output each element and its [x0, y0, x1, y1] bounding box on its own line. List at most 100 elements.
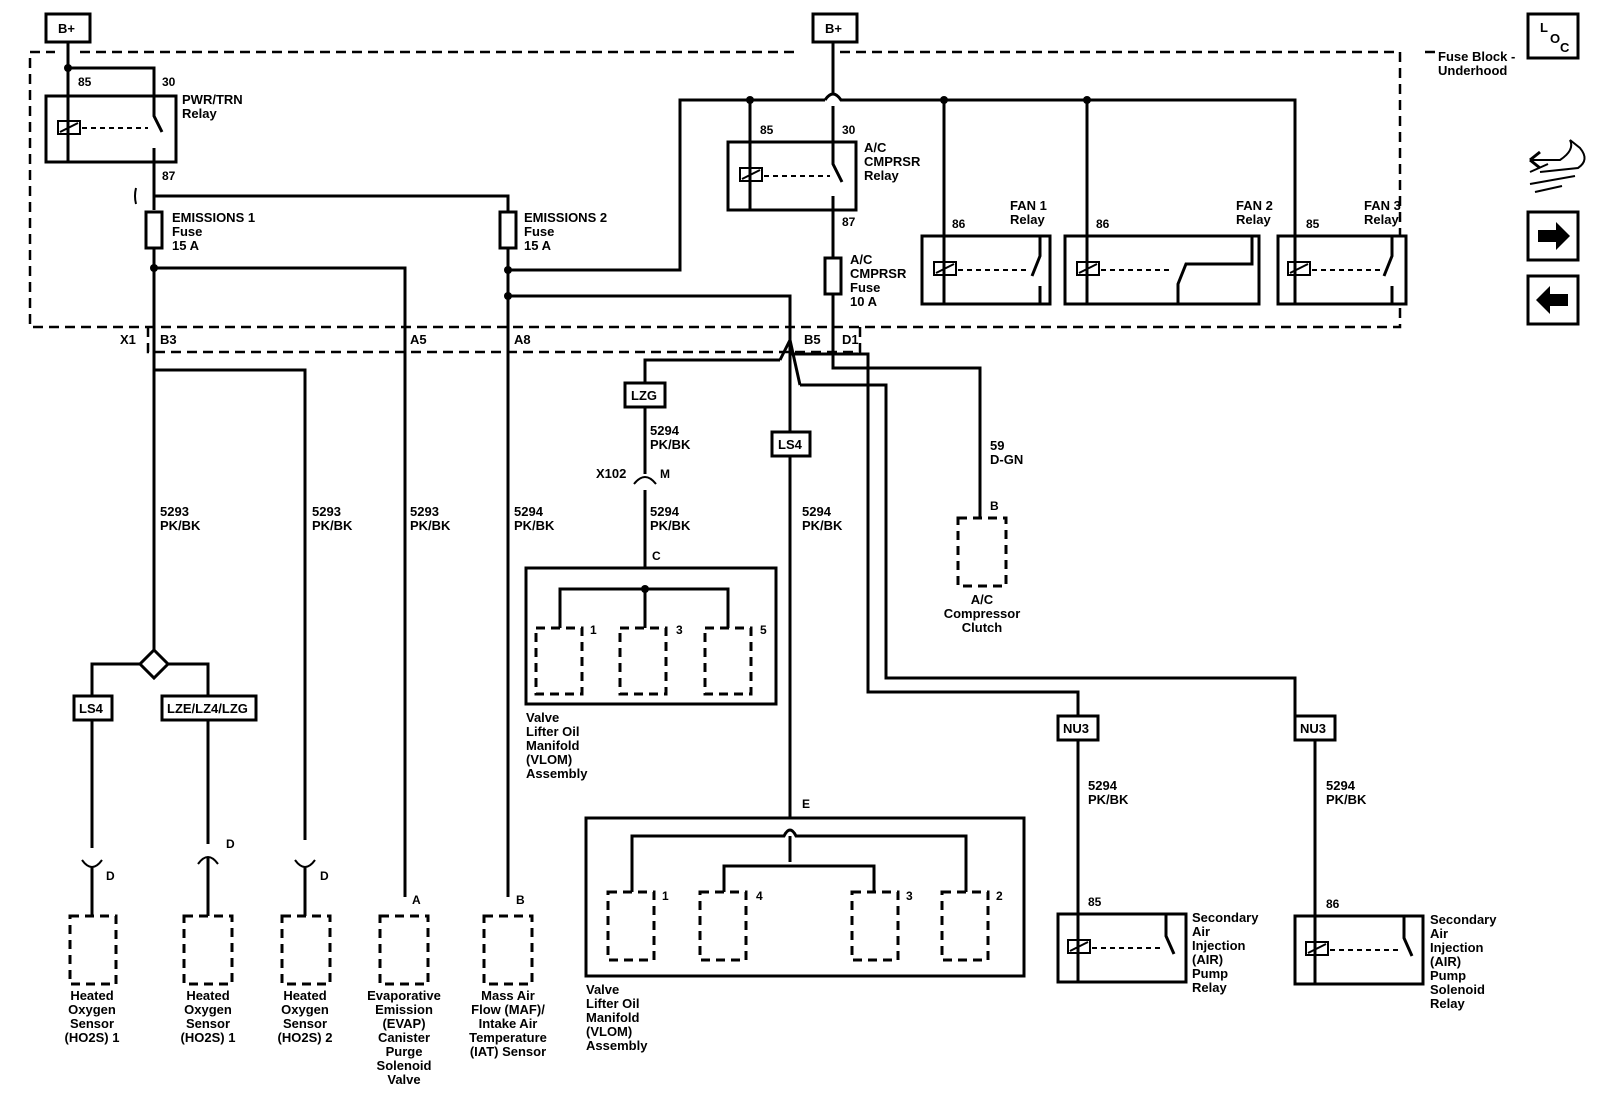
svg-text:Air: Air: [1192, 924, 1210, 939]
svg-text:A/C: A/C: [864, 140, 887, 155]
svg-text:Secondary: Secondary: [1192, 910, 1259, 925]
svg-text:D1: D1: [842, 332, 859, 347]
svg-text:Pump: Pump: [1192, 966, 1228, 981]
wire-b3-branch: [154, 368, 307, 840]
ac-compressor-clutch: B A/C Compressor Clutch: [944, 499, 1021, 635]
wire-label-color: PK/BK: [312, 518, 353, 533]
vlom-assembly-lower: E 1 4 3 2 Valve Lifter Oil Manifold (VLO…: [584, 797, 1026, 1053]
pwr-trn-relay: 85 30 87 PWR/TRN Relay: [44, 42, 243, 183]
fuse-block-label: Fuse Block -: [1438, 49, 1515, 64]
option-nu3-a: NU3: [1056, 714, 1100, 914]
wire-label-num: 5293: [312, 504, 341, 519]
splice-diamond: [90, 600, 210, 696]
svg-text:B3: B3: [160, 332, 177, 347]
svg-text:(HO2S) 1: (HO2S) 1: [65, 1030, 120, 1045]
maf-iat-sensor: B Mass Air Flow (MAF)/ Intake Air Temper…: [469, 893, 547, 1059]
svg-text:85: 85: [78, 75, 92, 89]
bplus-left: B+: [44, 12, 92, 44]
svg-text:NU3: NU3: [1063, 721, 1089, 736]
fan-2-relay: 86 FAN 2 Relay: [1063, 198, 1273, 306]
svg-text:15 A: 15 A: [524, 238, 552, 253]
ho2s-sensor-1a: D Heated Oxygen Sensor (HO2S) 1: [65, 859, 120, 1045]
svg-text:Lifter Oil: Lifter Oil: [586, 996, 639, 1011]
svg-text:LS4: LS4: [778, 437, 803, 452]
svg-text:Oxygen: Oxygen: [184, 1002, 232, 1017]
svg-text:A: A: [412, 893, 421, 907]
svg-text:A/C: A/C: [850, 252, 873, 267]
arrow-right-icon[interactable]: [1526, 210, 1580, 262]
svg-text:Fuse: Fuse: [524, 224, 554, 239]
svg-text:Compressor: Compressor: [944, 606, 1021, 621]
wire-label-color: PK/BK: [1326, 792, 1367, 807]
svg-text:FAN 3: FAN 3: [1364, 198, 1401, 213]
emissions-1-fuse: EMISSIONS 1 Fuse 15 A: [144, 210, 407, 897]
svg-text:(VLOM): (VLOM): [586, 1024, 632, 1039]
splice-b5: [643, 339, 1297, 716]
svg-text:Heated: Heated: [283, 988, 326, 1003]
svg-text:Sensor: Sensor: [70, 1016, 114, 1031]
fuse-block-label-2: Underhood: [1438, 63, 1507, 78]
svg-text:CMPRSR: CMPRSR: [850, 266, 907, 281]
ho2s-sensor-1b: D Heated Oxygen Sensor (HO2S) 1: [181, 837, 236, 1045]
fan-relay-bus: [823, 92, 1297, 236]
svg-text:C: C: [1560, 40, 1570, 55]
wiring-harness-icon[interactable]: [1529, 139, 1586, 193]
vlom-assembly-upper: C 1 3 5 Valve Lifter Oil Manifold (VLOM)…: [524, 549, 778, 781]
svg-text:87: 87: [842, 215, 856, 229]
svg-text:(HO2S) 2: (HO2S) 2: [278, 1030, 333, 1045]
svg-text:D: D: [320, 869, 329, 883]
wire-label-color: PK/BK: [514, 518, 555, 533]
svg-text:LS4: LS4: [79, 701, 104, 716]
wire-label-num: 5294: [650, 423, 680, 438]
arrow-left-icon[interactable]: [1526, 274, 1580, 326]
svg-text:A5: A5: [410, 332, 427, 347]
svg-text:(AIR): (AIR): [1192, 952, 1223, 967]
svg-text:B: B: [990, 499, 999, 513]
emissions-2-fuse: EMISSIONS 2 Fuse 15 A: [498, 98, 825, 897]
wire-label-color: PK/BK: [650, 437, 691, 452]
loc-icon[interactable]: L O C: [1526, 12, 1580, 60]
fan-1-relay: 86 FAN 1 Relay: [920, 198, 1052, 306]
svg-text:Assembly: Assembly: [526, 766, 588, 781]
connector-x1-boundary: [146, 327, 862, 354]
svg-text:Relay: Relay: [1236, 212, 1271, 227]
air-pump-solenoid-relay: 86 Secondary Air Injection (AIR) Pump So…: [1293, 897, 1497, 1011]
svg-text:NU3: NU3: [1300, 721, 1326, 736]
svg-text:X1: X1: [120, 332, 136, 347]
svg-text:E: E: [802, 797, 810, 811]
option-lze-lz4-lzg: LZE/LZ4/LZG: [160, 694, 258, 844]
svg-text:M: M: [660, 467, 670, 481]
fan-3-relay: 85 FAN 3 Relay: [1276, 198, 1408, 306]
svg-text:Mass Air: Mass Air: [481, 988, 535, 1003]
svg-text:Relay: Relay: [1364, 212, 1399, 227]
svg-text:10 A: 10 A: [850, 294, 878, 309]
wire-label-num: 59: [990, 438, 1004, 453]
svg-text:(VLOM): (VLOM): [526, 752, 572, 767]
option-ls4-left: LS4: [72, 694, 114, 848]
svg-text:B+: B+: [825, 21, 842, 36]
option-lzg: LZG: [623, 381, 667, 474]
svg-text:Manifold: Manifold: [526, 738, 579, 753]
splice-mark: [134, 187, 137, 205]
wire-label-num: 5294: [1326, 778, 1356, 793]
svg-text:Purge: Purge: [386, 1044, 423, 1059]
svg-text:EMISSIONS 1: EMISSIONS 1: [172, 210, 255, 225]
svg-text:Air: Air: [1430, 926, 1448, 941]
svg-text:3: 3: [906, 889, 913, 903]
svg-text:B+: B+: [58, 21, 75, 36]
svg-text:Oxygen: Oxygen: [281, 1002, 329, 1017]
svg-text:Injection: Injection: [1430, 940, 1484, 955]
wire-label-num: 5294: [650, 504, 680, 519]
svg-text:FAN 1: FAN 1: [1010, 198, 1047, 213]
svg-text:FAN 2: FAN 2: [1236, 198, 1273, 213]
svg-text:C: C: [652, 549, 661, 563]
svg-text:4: 4: [756, 889, 763, 903]
svg-text:85: 85: [1306, 217, 1320, 231]
ac-cmprsr-relay: 85 30 87 A/C CMPRSR Relay: [726, 123, 921, 229]
svg-text:LZG: LZG: [631, 388, 657, 403]
svg-text:Secondary: Secondary: [1430, 912, 1497, 927]
svg-text:CMPRSR: CMPRSR: [864, 154, 921, 169]
svg-text:Relay: Relay: [182, 106, 217, 121]
svg-text:Relay: Relay: [864, 168, 899, 183]
svg-text:5: 5: [760, 623, 767, 637]
